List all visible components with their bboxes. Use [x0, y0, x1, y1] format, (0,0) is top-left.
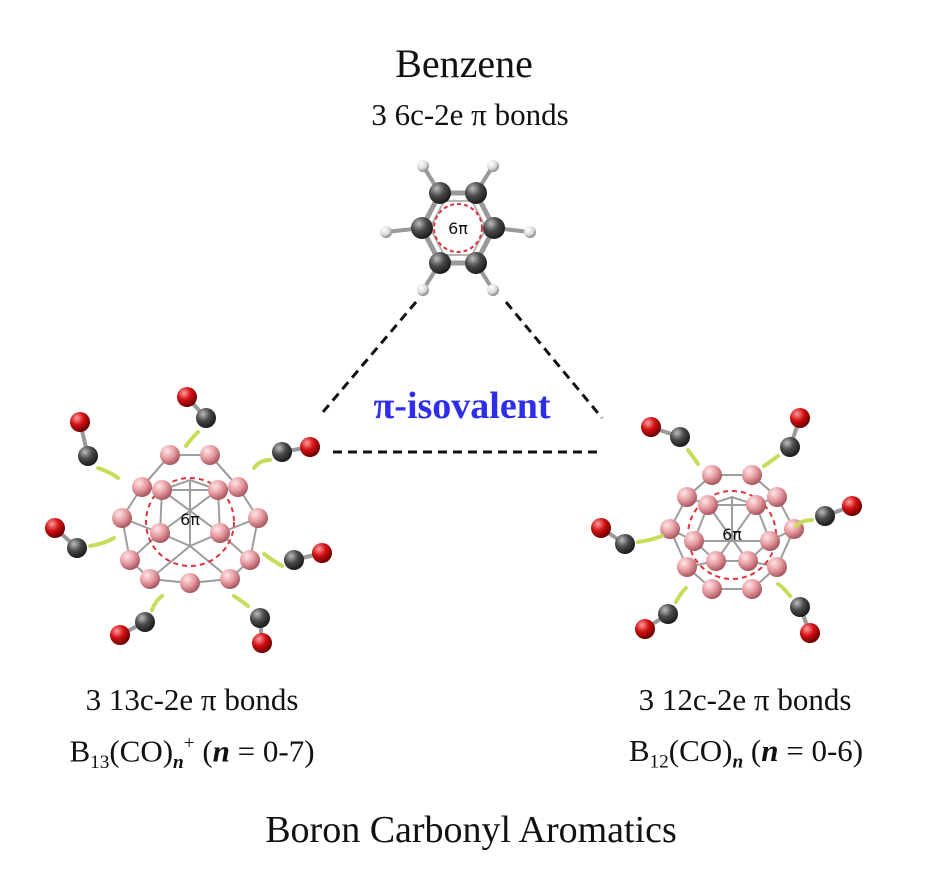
left-formula-range: = 0-7) — [229, 733, 315, 769]
right-formula: B12(CO)n (n = 0-6) — [629, 733, 863, 774]
isovalent-label: π-isovalent — [373, 385, 551, 427]
left-bonds-label: 3 13c-2e π bonds — [85, 682, 299, 717]
right-bonds-label: 3 12c-2e π bonds — [638, 682, 852, 717]
left-formula-n: n — [212, 733, 230, 769]
left-formula-element: B — [69, 733, 91, 769]
right-co-ligands — [591, 408, 862, 643]
right-formula-n: n — [761, 733, 779, 768]
right-formula-open: ( — [743, 733, 762, 768]
footer-title: Boron Carbonyl Aromatics — [265, 809, 677, 851]
left-formula-charge: + — [183, 733, 195, 754]
left-formula-count: 13 — [90, 752, 110, 774]
left-cluster-ring-label: 6π — [180, 510, 200, 529]
benzene-title: Benzene — [395, 41, 533, 86]
left-co-ligands — [45, 387, 332, 653]
left-formula: B13(CO)n+ (n = 0-7) — [69, 733, 314, 774]
left-formula-group: (CO) — [109, 733, 174, 769]
right-formula-element: B — [628, 733, 650, 768]
right-formula-group: (CO) — [668, 733, 733, 768]
left-formula-sub-n: n — [173, 752, 184, 774]
right-cluster-ring-label: 6π — [722, 525, 742, 544]
benzene-ring-current — [433, 203, 483, 253]
left-cluster: 6π — [112, 445, 268, 593]
left-formula-open: ( — [194, 733, 213, 769]
left-cluster-ring-current — [145, 477, 235, 567]
connector-lines — [321, 301, 604, 454]
benzene-bonds-label: 3 6c-2e π bonds — [371, 97, 569, 132]
right-cluster: 6π — [660, 465, 804, 599]
benzene-ring-label: 6π — [448, 219, 468, 238]
right-formula-sub-n: n — [732, 751, 744, 773]
right-formula-count: 12 — [649, 751, 669, 773]
benzene-molecule: 6π — [380, 160, 536, 296]
connector-left-diagonal — [321, 301, 418, 413]
right-formula-range: = 0-6) — [778, 733, 864, 768]
connector-right-diagonal — [504, 301, 604, 419]
